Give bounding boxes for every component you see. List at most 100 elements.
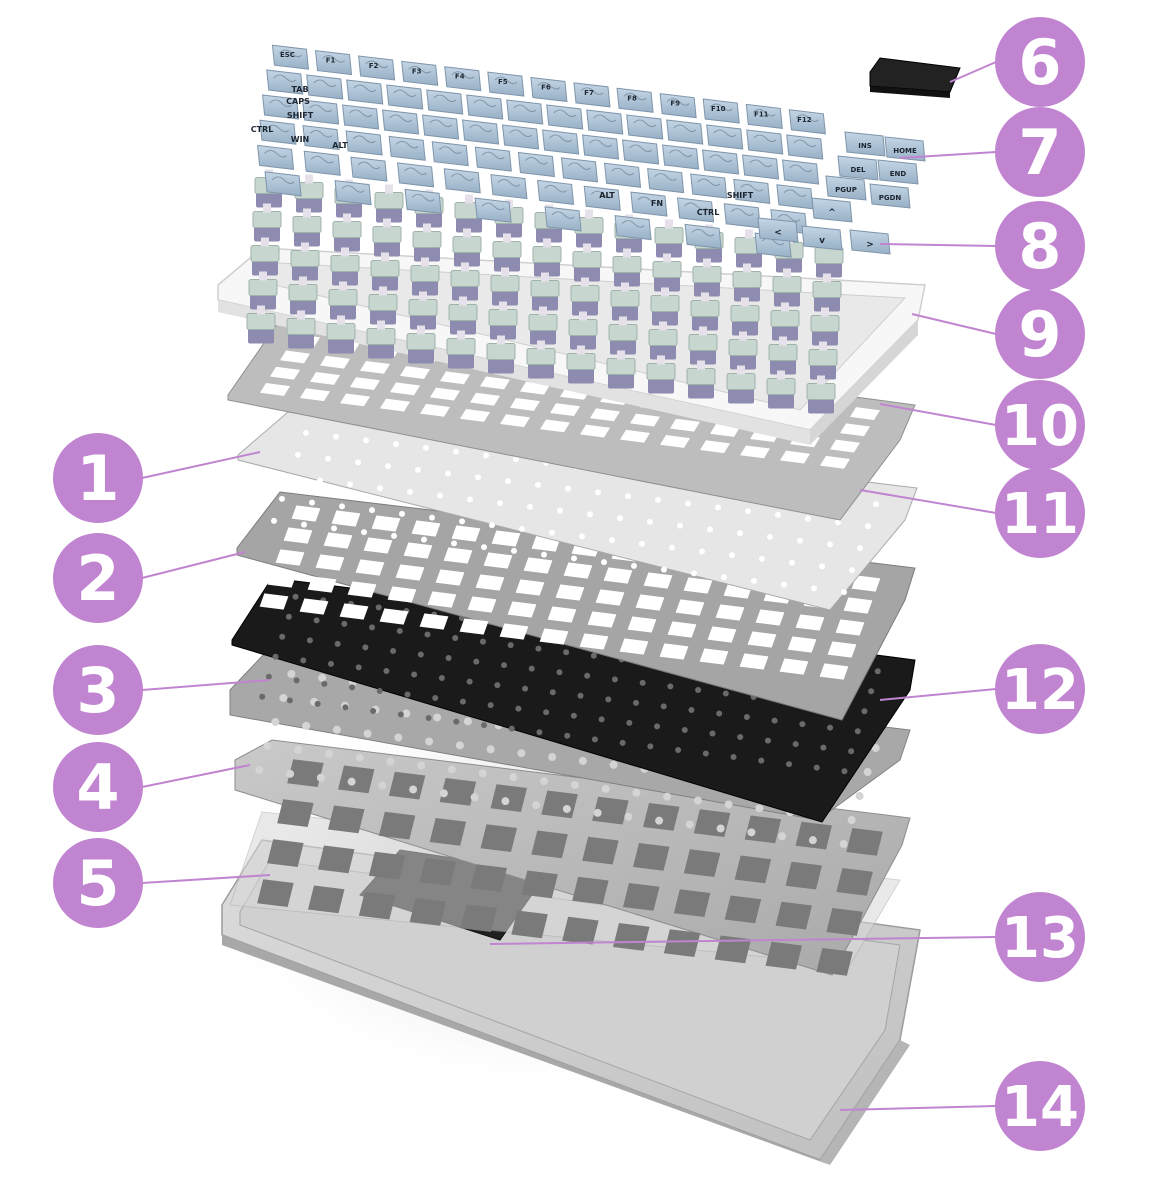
- foam-hole: [453, 718, 460, 725]
- pcb-socket: [363, 729, 372, 738]
- callout-3: 3: [53, 645, 271, 735]
- plate-foam-hole: [331, 525, 337, 532]
- callout-leader-line: [879, 688, 997, 701]
- pcb-socket: [593, 808, 602, 817]
- keycap: [490, 174, 528, 200]
- pad-cutout: [388, 771, 426, 800]
- callout-badge: [53, 433, 143, 523]
- plate-cutout: [459, 618, 489, 635]
- plate-foam-hole: [557, 507, 563, 514]
- nav-keycap: PGUP: [825, 175, 867, 201]
- plate-foam-hole: [489, 522, 495, 529]
- pad-cutout: [267, 839, 304, 867]
- plate-cutout: [379, 608, 409, 625]
- pcb-socket: [409, 785, 418, 794]
- plate-foam-hole: [459, 518, 465, 525]
- plate-cutout: [291, 505, 321, 522]
- foam-hole: [438, 675, 445, 682]
- gasket-cutout: [280, 350, 310, 364]
- plate-foam-hole: [317, 477, 323, 484]
- foam-hole: [827, 724, 834, 731]
- pcb-socket: [716, 824, 725, 833]
- keycap-label: F1: [326, 57, 336, 65]
- pad-cutout: [663, 929, 701, 957]
- switch: [574, 209, 604, 248]
- plate-foam-hole: [565, 485, 571, 492]
- plate-foam-hole: [775, 511, 781, 518]
- keycap-label: F4: [455, 73, 465, 81]
- plate-foam-hole: [827, 541, 833, 548]
- gasket-cutout: [360, 360, 390, 374]
- pad-cutout: [308, 885, 345, 914]
- keycap-label: ESC: [280, 51, 295, 59]
- switch: [450, 262, 480, 301]
- callout-leader-line: [141, 451, 261, 479]
- keycap-label: F10: [711, 105, 726, 113]
- keycap: [782, 159, 820, 185]
- plate-foam-hole: [453, 448, 459, 455]
- keycap: [342, 104, 380, 130]
- keycap-label: SHIFT: [287, 111, 314, 120]
- foam-hole: [459, 698, 466, 705]
- plate-cutout: [739, 653, 769, 670]
- foam-hole: [861, 708, 868, 715]
- keycap: F8: [616, 87, 654, 113]
- foam-hole: [355, 664, 362, 671]
- plate-foam-hole: [363, 437, 369, 444]
- foam-hole: [709, 730, 716, 737]
- keycap: [647, 168, 685, 194]
- pad-cutout: [836, 868, 873, 896]
- switch: [488, 301, 518, 340]
- gasket-cutout: [270, 366, 300, 380]
- gasket-cutout: [520, 381, 550, 395]
- plate-foam-hole: [865, 523, 871, 530]
- plate-cutout: [835, 619, 865, 636]
- foam-hole: [515, 705, 522, 712]
- foam-hole: [341, 620, 348, 627]
- switch: [410, 257, 440, 296]
- pcb-socket: [402, 709, 411, 718]
- foam-hole: [591, 736, 598, 743]
- pad-cutout: [490, 784, 527, 812]
- plate-foam-hole: [549, 529, 555, 536]
- switch: [806, 375, 836, 414]
- callout-number: 4: [76, 751, 119, 824]
- foam-hole: [820, 744, 827, 751]
- callout-14: 14: [839, 1061, 1085, 1151]
- keycap: [474, 197, 512, 223]
- foam-hole: [321, 680, 328, 687]
- plate-foam-hole: [797, 537, 803, 544]
- plate-foam-hole: [715, 504, 721, 511]
- plate-foam-hole: [759, 555, 765, 562]
- keycap: [506, 99, 544, 125]
- pcb-socket: [439, 789, 448, 798]
- switch: [332, 213, 362, 252]
- keycap: [257, 144, 295, 170]
- plate-cutout: [595, 589, 625, 606]
- pad-cutout: [582, 836, 619, 865]
- foam-hole: [279, 633, 286, 640]
- plate-cutout: [403, 542, 433, 559]
- callout-2: 2: [53, 533, 246, 623]
- plate-cutout: [523, 557, 553, 574]
- plate-foam-hole: [601, 559, 607, 566]
- switch: [294, 174, 324, 213]
- keycap: [662, 144, 700, 170]
- keycap: [262, 94, 300, 120]
- callout-leader-line: [489, 936, 997, 945]
- plate-foam-hole: [355, 459, 361, 466]
- plate-cutout: [699, 648, 729, 665]
- keycap: [443, 168, 481, 194]
- keycap-label: CAPS: [286, 97, 310, 106]
- plate-cutout: [491, 530, 521, 547]
- pcb-socket: [624, 812, 633, 821]
- foam-hole: [786, 761, 793, 768]
- gasket-cutout: [470, 392, 500, 406]
- keycap: [302, 125, 340, 151]
- callout-badge: [995, 201, 1085, 291]
- plate-cutout: [267, 571, 297, 588]
- plate-cutout: [779, 658, 809, 675]
- pad-cutout: [429, 818, 467, 846]
- switch: [406, 325, 436, 364]
- plate-foam-hole: [655, 496, 661, 503]
